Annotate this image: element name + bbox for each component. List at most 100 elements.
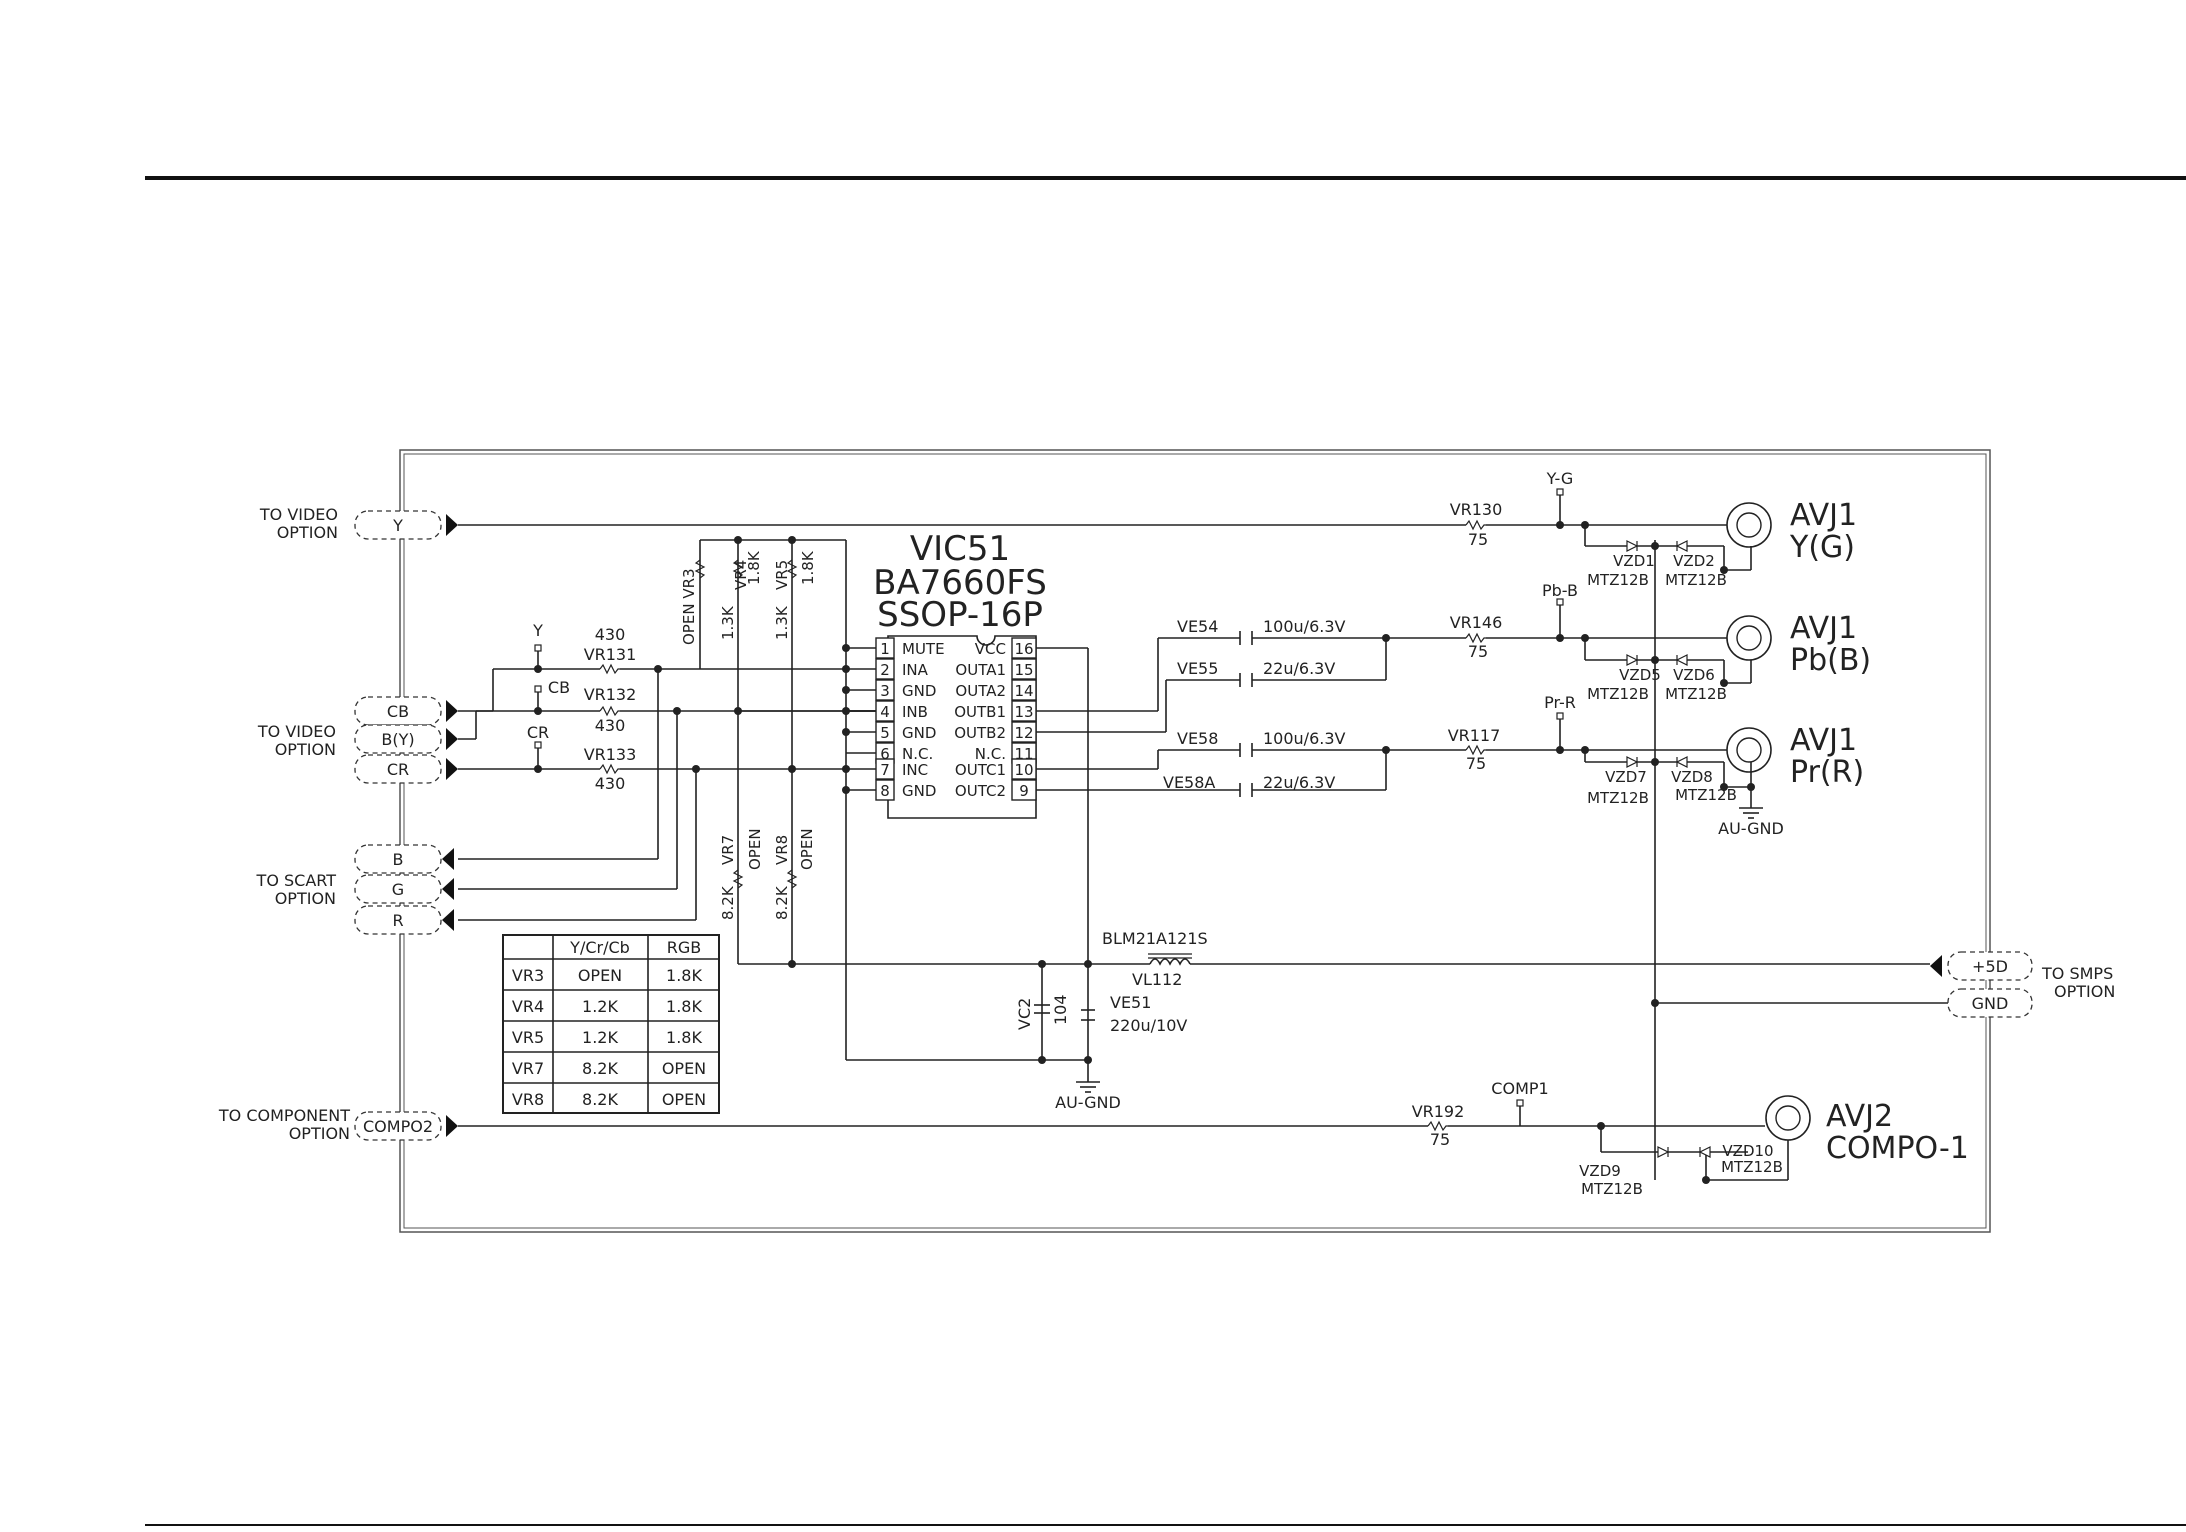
tp-y: Y [532,621,543,640]
vzd9-ref: VZD9 [1579,1162,1621,1180]
vzd10-type: MTZ12B [1721,1158,1783,1176]
pin-compo2-shape [354,1111,442,1141]
vr130-value: 75 [1468,530,1488,549]
ve58-ref: VE58 [1177,729,1218,748]
vr8-zig [786,869,798,889]
arrow-cb [446,700,458,722]
ic-left-pin-num: 6 [880,745,890,763]
scart-label-2: OPTION [275,889,336,908]
vr132-zig [599,705,620,717]
arrow-by [446,728,458,750]
ic-left-pin-num: 2 [880,661,890,679]
table-cell: VR8 [512,1090,544,1109]
vzd1-type: MTZ12B [1587,571,1649,589]
ic-left-pin-box [875,779,895,801]
ground-label-1: AU-GND [1055,1093,1121,1112]
vr132-ref: VR132 [584,685,637,704]
ferrite-coil [1149,958,1191,966]
vr133-ref: VR133 [584,745,637,764]
vc2-value: 104 [1051,994,1070,1025]
table-cell: 1.8K [666,966,702,985]
vzd5-ref: VZD5 [1619,666,1661,684]
vr3-zig [694,559,706,579]
vr117-value: 75 [1466,754,1486,773]
jack-labels: AVJ1 Y(G) AVJ1 Pb(B) AVJ1 Pr(R) AVJ2 COM… [1789,498,1969,1166]
vr4-zig [732,559,744,579]
video-mid-label-1: TO VIDEO [257,722,336,741]
ic-right-pin-name: OUTC1 [955,761,1006,779]
vr8-val-a: 8.2K [773,885,791,920]
pin-r-label: R [392,911,403,930]
table-cell: VR4 [512,997,544,1016]
ic-left-pin-box [875,637,895,659]
ic-body [887,635,1037,819]
ic-left-pin-num: 4 [880,703,890,721]
ve58a-ref: VE58A [1163,773,1215,792]
vr192-ref: VR192 [1412,1102,1465,1121]
ic-right-pin-box [1011,637,1037,659]
board-outline-inner [403,453,1987,1229]
smps-label-2: OPTION [2054,982,2115,1001]
diode-labels: VZD1 MTZ12B VZD2 MTZ12B VZD5 MTZ12B VZD6… [1579,552,1783,1198]
vzd10-ref: VZD10 [1722,1142,1773,1160]
left-connector-labels: TO VIDEO OPTION TO VIDEO OPTION TO SCART… [218,505,350,1143]
jack-2-ref: AVJ1 [1790,611,1857,646]
arrow-y [446,514,458,536]
ic-left-pin-name: INC [902,761,928,779]
table-cell: 1.8K [666,997,702,1016]
ic-left-pin-box [875,721,895,743]
ic-right-pin-name: OUTA1 [955,661,1006,679]
vr130-zig [1465,519,1486,531]
ic-part: BA7660FS [873,563,1047,603]
video-top-label-2: OPTION [277,523,338,542]
vr192-value: 75 [1430,1130,1450,1149]
coupling-caps [1034,631,1253,1021]
vr4-ref: VR4 [732,560,750,590]
table-cell: VR7 [512,1059,544,1078]
vr117-ref: VR117 [1448,726,1501,745]
ic-left-pin-num: 3 [880,682,890,700]
pin-gnd-label: GND [1972,994,2009,1013]
ve51-value: 220u/10V [1110,1016,1187,1035]
ic-right-pin-num: 9 [1019,782,1029,800]
vr192-zig [1427,1120,1448,1132]
rca-jacks [1726,502,1811,1141]
table-cell: OPEN [662,1059,706,1078]
vr4-val-b: 1.8K [745,550,763,585]
scart-label-1: TO SCART [256,871,337,890]
pin-5d-label: +5D [1972,957,2008,976]
ic-right-pin-name: OUTA2 [955,682,1006,700]
ve58a-value: 22u/6.3V [1263,773,1335,792]
vr132-value: 430 [595,716,626,735]
table-header-cell: RGB [667,938,702,957]
ic-right-pin-box [1011,779,1037,801]
vc2-ref: VC2 [1015,998,1034,1030]
vr5-val-b: 1.8K [799,550,817,585]
ic-package: SSOP-16P [877,595,1043,635]
ferrite-part: BLM21A121S [1102,929,1208,948]
ve54-ref: VE54 [1177,617,1218,636]
video-top-label-1: TO VIDEO [259,505,338,524]
ic-right-pin-name: OUTC2 [955,782,1006,800]
smps-label-1: TO SMPS [2041,964,2113,983]
ve54-value: 100u/6.3V [1263,617,1346,636]
pin-b-label: B [393,850,404,869]
ic-right-pin-num: 10 [1014,761,1033,779]
vzd1-ref: VZD1 [1613,552,1655,570]
vr131-zig [599,663,620,675]
vzd8-type: MTZ12B [1675,786,1737,804]
pin-gnd-shape [1947,988,2033,1018]
pin-cr-shape [354,754,442,784]
ferrite-ref: VL112 [1132,970,1182,989]
table-cell: 1.2K [582,997,618,1016]
ve51-ref: VE51 [1110,993,1151,1012]
table-cell: VR5 [512,1028,544,1047]
ic-vic51: VIC51 BA7660FS SSOP-16P [873,529,1047,819]
ic-ref: VIC51 [910,529,1010,569]
vr146-ref: VR146 [1450,613,1503,632]
vzd6-ref: VZD6 [1673,666,1715,684]
ic-right-pin-name: VCC [975,640,1006,658]
ic-right-pin-num: 14 [1014,682,1033,700]
